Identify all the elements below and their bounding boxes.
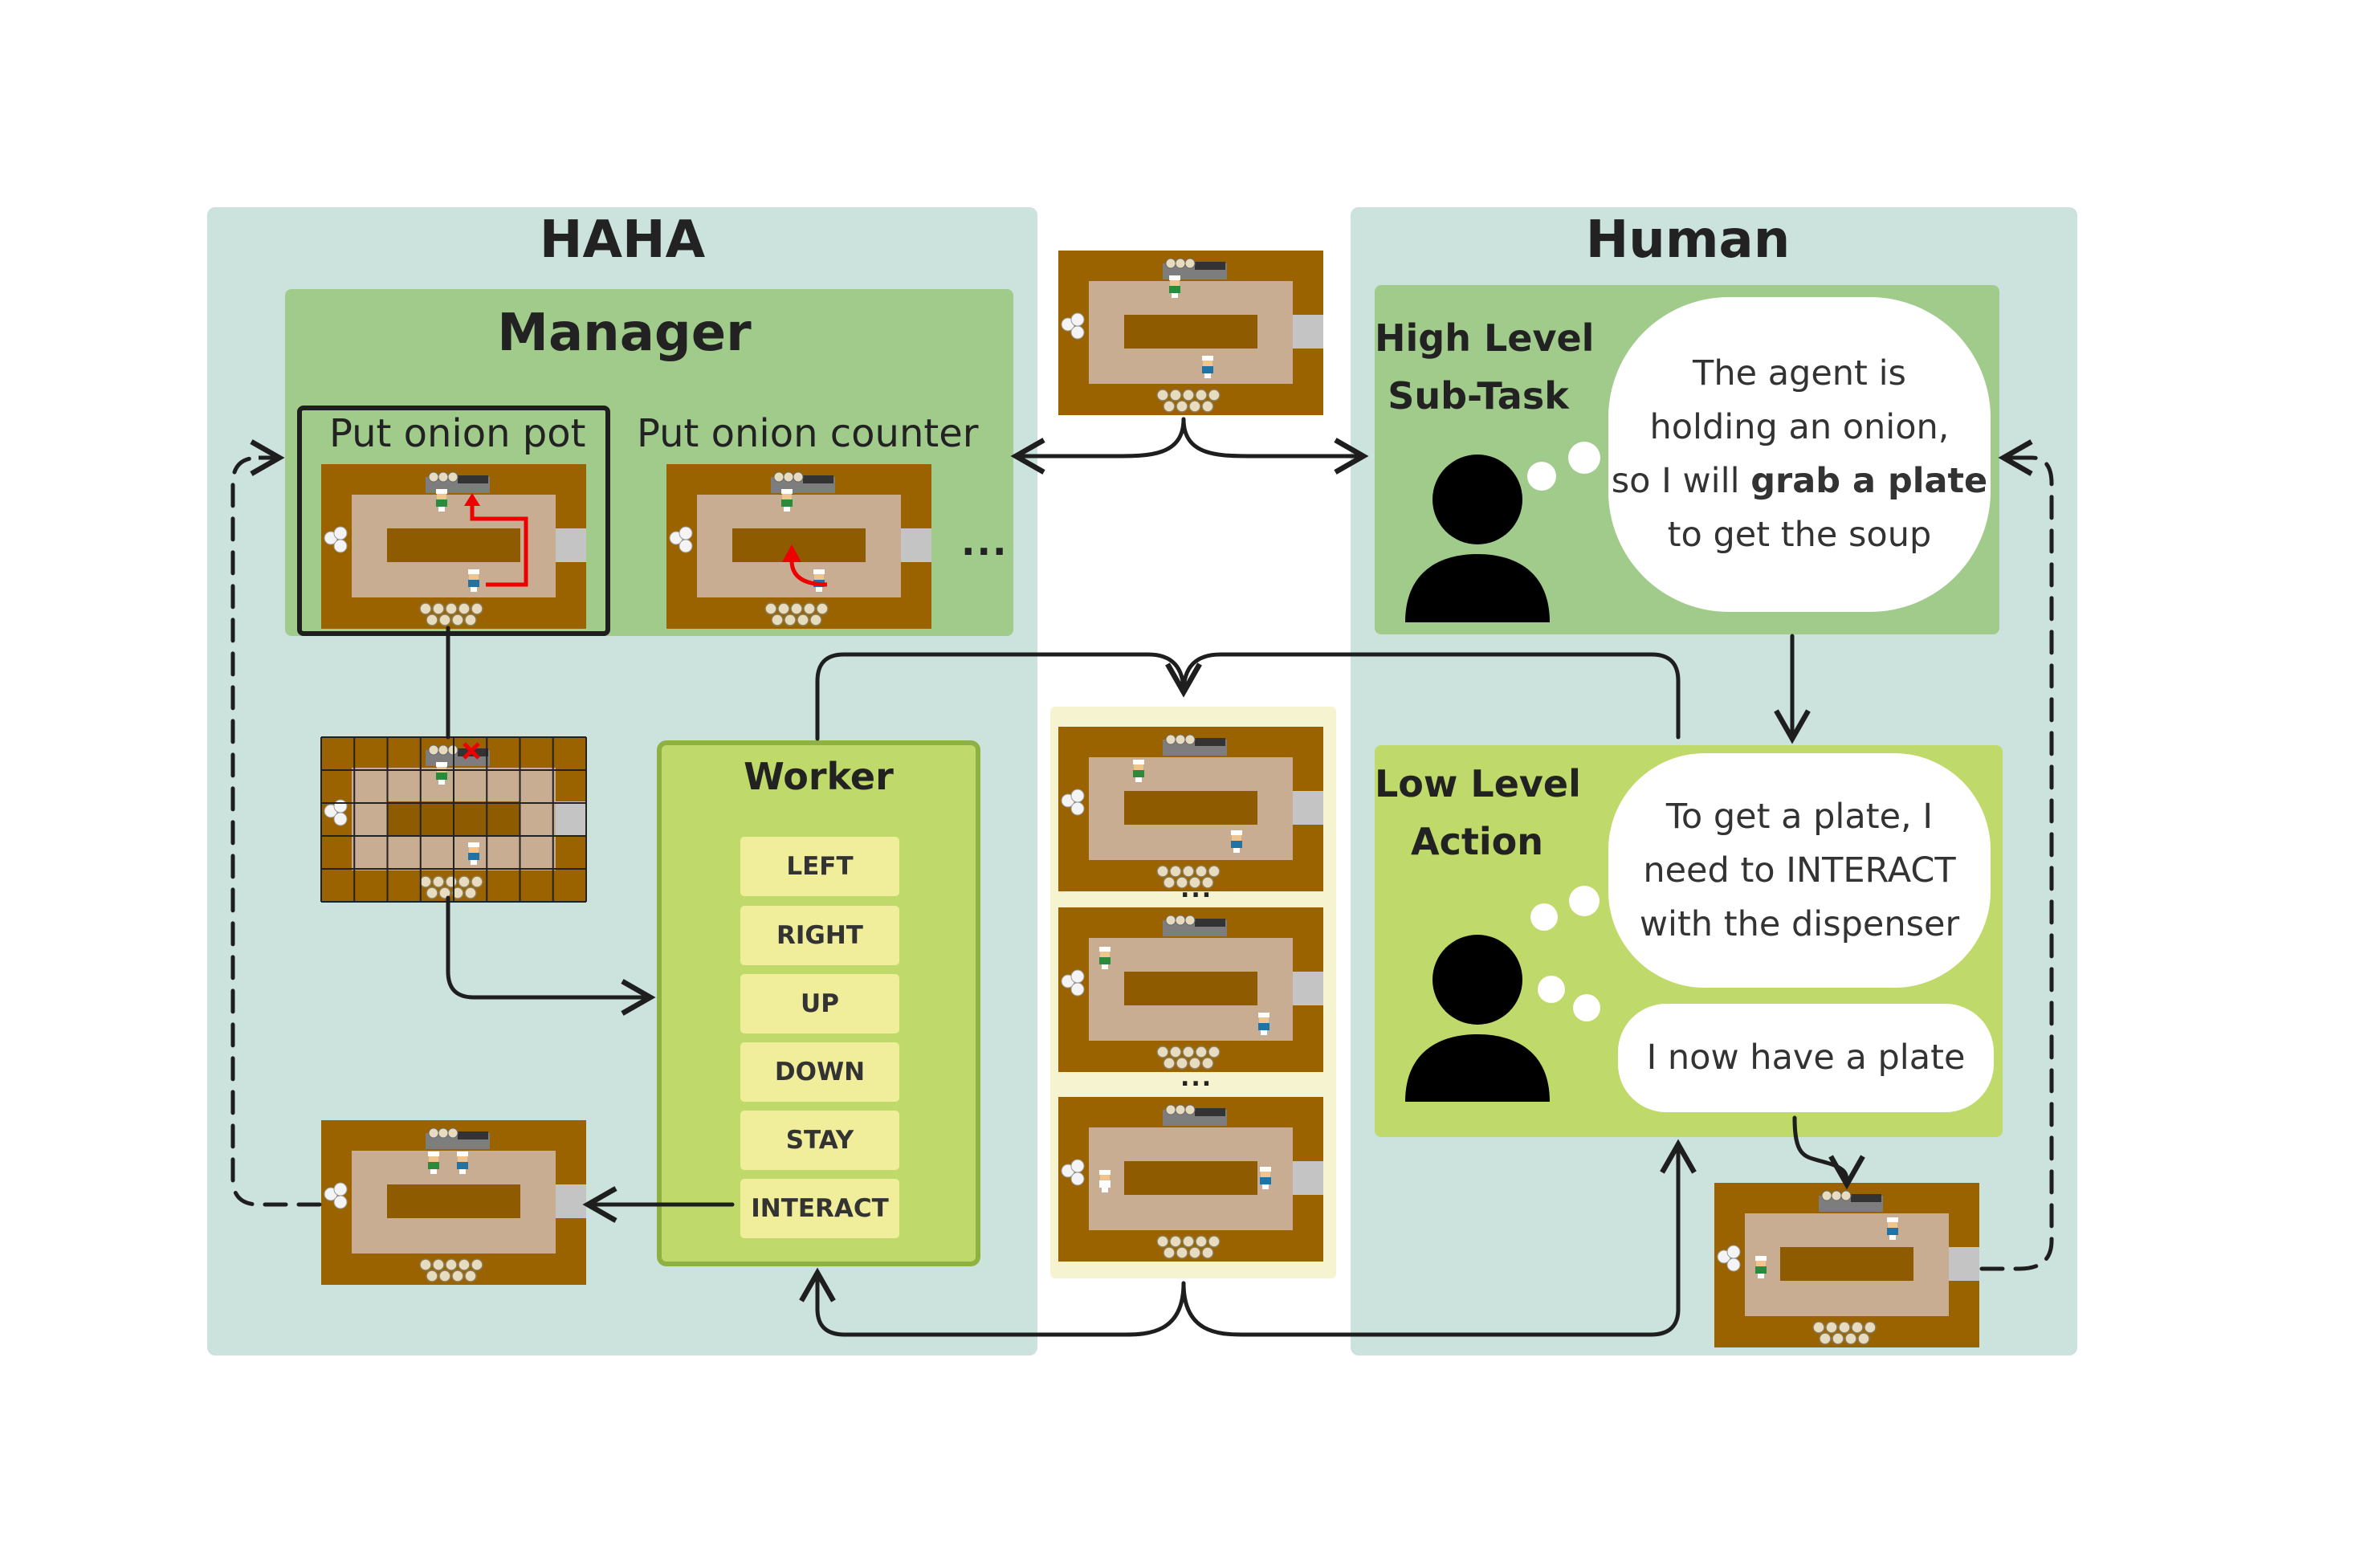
kitchen-option-pot [321, 464, 586, 629]
arrow-low-to-state [1792, 1115, 1865, 1190]
kitchen-state-current [1058, 251, 1323, 415]
thought-emphasis: grab a plate [1750, 461, 1988, 501]
low-level-thought-bubble: To get a plate, I need to INTERACT with … [1608, 753, 1991, 988]
dashed-feedback-right [1979, 455, 2054, 1271]
low-level-label: Low Level Action [1375, 755, 1581, 870]
haha-title: HAHA [539, 210, 706, 270]
option-put-onion-counter: Put onion counter [637, 411, 979, 456]
kitchen-option-counter [666, 464, 931, 629]
low-level-thought-line2: need to INTERACT [1643, 850, 1956, 891]
arrow-state-to-human [1181, 417, 1369, 475]
arrow-grid-to-worker [446, 895, 656, 1016]
action-left-button: LEFT [740, 837, 899, 896]
low-level-label-line1: Low Level [1375, 762, 1581, 805]
speech-dots-icon [1538, 976, 1600, 1021]
high-level-label-line2: Sub-Task [1388, 374, 1569, 418]
high-level-thought-line3: so I will grab a plate [1612, 455, 1987, 508]
dashed-feedback-left [230, 455, 322, 1207]
high-level-thought-line2: holding an onion, [1649, 407, 1950, 447]
arrow-human-to-trajectory [1165, 652, 1681, 740]
arrow-trajectory-to-worker [799, 1267, 1186, 1337]
low-level-thought-line3: with the dispenser [1639, 903, 1960, 944]
action-right-button: RIGHT [740, 906, 899, 965]
manager-more-ellipsis: ... [961, 520, 1009, 564]
arrow-state-to-manager [1010, 417, 1186, 475]
kitchen-trajectory-1 [1058, 727, 1323, 891]
selected-option-frame [297, 406, 610, 636]
low-level-thought-line1: To get a plate, I [1665, 796, 1934, 837]
human-title: Human [1585, 210, 1791, 270]
low-level-label-line2: Action [1411, 820, 1543, 863]
kitchen-grid-map [320, 736, 587, 903]
action-up-button: UP [740, 974, 899, 1033]
high-level-label-line1: High Level [1375, 316, 1595, 360]
action-down-button: DOWN [740, 1042, 899, 1102]
arrow-trajectory-to-human [1181, 1139, 1697, 1337]
action-interact-button: INTERACT [740, 1179, 899, 1238]
thought-dots-icon [1527, 442, 1600, 491]
kitchen-trajectory-3 [1058, 1097, 1323, 1262]
thought-dots-icon [1530, 886, 1600, 931]
high-level-thought-bubble: The agent is holding an onion, so I will… [1608, 297, 1991, 612]
arrow-worker-to-trajectory [815, 652, 1202, 741]
kitchen-state-after-human [1714, 1183, 1979, 1347]
manager-title: Manager [497, 304, 752, 363]
human-avatar-icon [1405, 455, 1550, 622]
high-level-thought-line1: The agent is [1693, 353, 1906, 393]
low-level-result-bubble: I now have a plate [1618, 1004, 1994, 1112]
high-level-thought-line4: to get the soup [1667, 515, 1932, 555]
high-level-label: High Level Sub-Task [1375, 309, 1595, 425]
human-avatar-icon [1405, 935, 1550, 1102]
kitchen-state-after-worker [321, 1120, 586, 1285]
kitchen-trajectory-2 [1058, 907, 1323, 1072]
action-stay-button: STAY [740, 1111, 899, 1170]
thought-text: so I will [1611, 461, 1751, 501]
worker-title: Worker [744, 755, 894, 798]
option-put-onion-pot: Put onion pot [329, 411, 586, 456]
